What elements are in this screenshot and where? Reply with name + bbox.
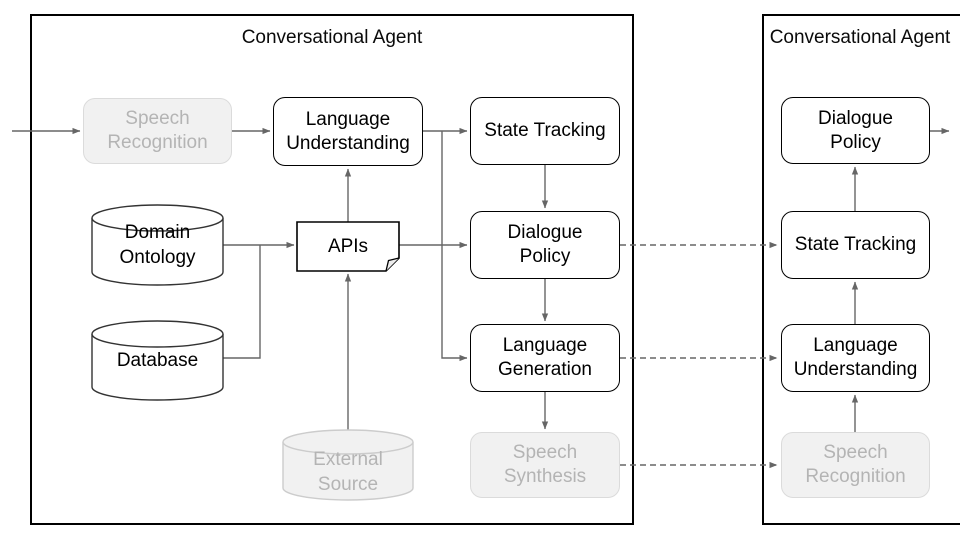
left-agent-panel — [30, 14, 634, 525]
node-dialogue-policy-left: Dialogue Policy — [470, 211, 620, 279]
left-panel-title: Conversational Agent — [241, 27, 423, 48]
right-agent-panel — [762, 14, 960, 525]
right-panel-title: Conversational Agent — [769, 27, 951, 48]
node-speech-synthesis-left: Speech Synthesis — [470, 432, 620, 498]
node-language-generation-left: Language Generation — [470, 324, 620, 392]
node-language-understanding-right: Language Understanding — [781, 324, 930, 392]
external-source-label: External Source — [313, 449, 383, 495]
node-state-tracking-left: State Tracking — [470, 97, 620, 165]
database-label: Database — [116, 350, 199, 371]
node-language-understanding-left: Language Understanding — [273, 97, 423, 166]
node-speech-recognition-left: Speech Recognition — [83, 98, 232, 164]
apis-label: APIs — [327, 236, 369, 257]
node-dialogue-policy-right: Dialogue Policy — [781, 97, 930, 164]
node-speech-recognition-right: Speech Recognition — [781, 432, 930, 498]
node-state-tracking-right: State Tracking — [781, 211, 930, 279]
domain-ontology-label: Domain Ontology — [119, 222, 196, 268]
